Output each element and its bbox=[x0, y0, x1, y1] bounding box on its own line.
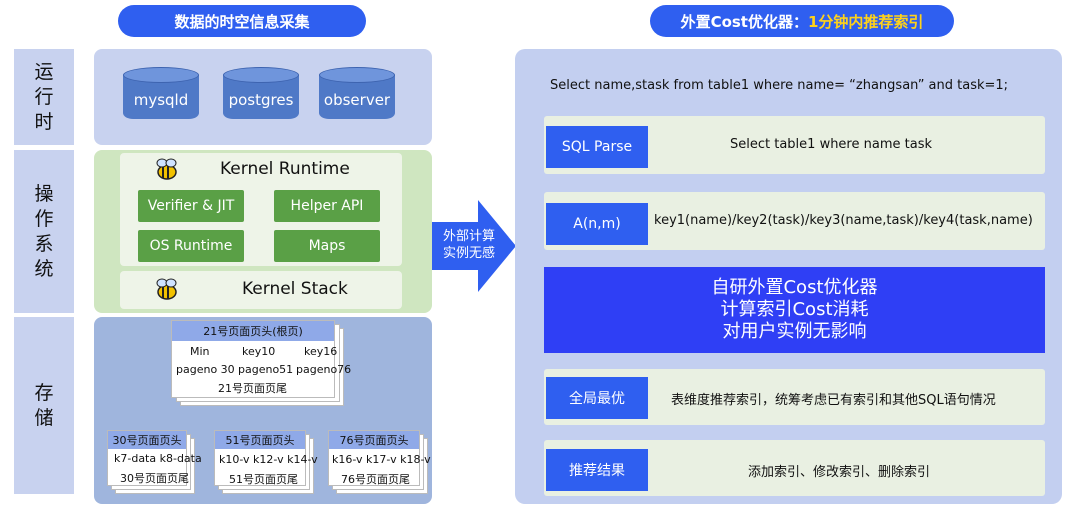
os-runtime-button: OS Runtime bbox=[138, 230, 244, 262]
ebpf-bee-icon bbox=[152, 277, 182, 307]
anm-tag: A(n,m) bbox=[546, 203, 648, 245]
database-postgres: postgres bbox=[223, 67, 299, 119]
root-page: 21号页面页头(根页) Min key10 key16 pageno 30 pa… bbox=[171, 320, 351, 398]
root-page-header: 21号页面页头(根页) bbox=[172, 321, 334, 341]
arrow-label: 外部计算 实例无感 bbox=[442, 229, 495, 261]
global-optimum-text: 表维度推荐索引，统筹考虑已有索引和其他SQL语句情况 bbox=[671, 393, 996, 408]
leaf-page-76: 76号页面页头 k16-v k17-v k18-v 76号页面页尾 bbox=[328, 430, 431, 486]
optimizer-box: 自研外置Cost优化器 计算索引Cost消耗 对用户实例无影响 bbox=[544, 267, 1045, 353]
result-tag: 推荐结果 bbox=[546, 449, 648, 491]
root-page-footer: 21号页面页尾 bbox=[218, 382, 287, 395]
global-optimum-tag: 全局最优 bbox=[546, 377, 648, 419]
leaf-page-header: 30号页面页头 bbox=[108, 431, 186, 449]
flow-arrow-icon bbox=[432, 200, 516, 292]
sql-parse-tag: SQL Parse bbox=[546, 126, 648, 168]
leaf-page-header: 51号页面页头 bbox=[215, 431, 305, 449]
helper-api-button: Helper API bbox=[274, 190, 380, 222]
right-title: 外置Cost优化器：1分钟内推荐索引 bbox=[650, 5, 954, 37]
maps-button: Maps bbox=[274, 230, 380, 262]
layer-label-runtime: 运行时 bbox=[14, 49, 74, 145]
leaf-page-51: 51号页面页头 k10-v k12-v k14-v 51号页面页尾 bbox=[214, 430, 318, 486]
anm-text: key1(name)/key2(task)/key3(name,task)/ke… bbox=[654, 213, 1033, 228]
left-title: 数据的时空信息采集 bbox=[118, 5, 366, 37]
leaf-page-30: 30号页面页头 k7-data k8-data 30号页面页尾 bbox=[107, 430, 202, 486]
sql-query-text: Select name,stask from table1 where name… bbox=[550, 78, 1009, 93]
layer-label-storage: 存储 bbox=[14, 317, 74, 494]
kernel-runtime-title: Kernel Runtime bbox=[220, 159, 350, 179]
ebpf-bee-icon bbox=[152, 157, 182, 187]
sql-parse-text: Select table1 where name task bbox=[730, 137, 932, 152]
kernel-stack-title: Kernel Stack bbox=[242, 279, 348, 299]
leaf-page-header: 76号页面页头 bbox=[329, 431, 419, 449]
verifier-jit-button: Verifier & JIT bbox=[138, 190, 244, 222]
layer-label-os: 操作系统 bbox=[14, 150, 74, 313]
result-text: 添加索引、修改索引、删除索引 bbox=[748, 465, 931, 480]
database-observer: observer bbox=[319, 67, 395, 119]
database-mysqld: mysqld bbox=[123, 67, 199, 119]
